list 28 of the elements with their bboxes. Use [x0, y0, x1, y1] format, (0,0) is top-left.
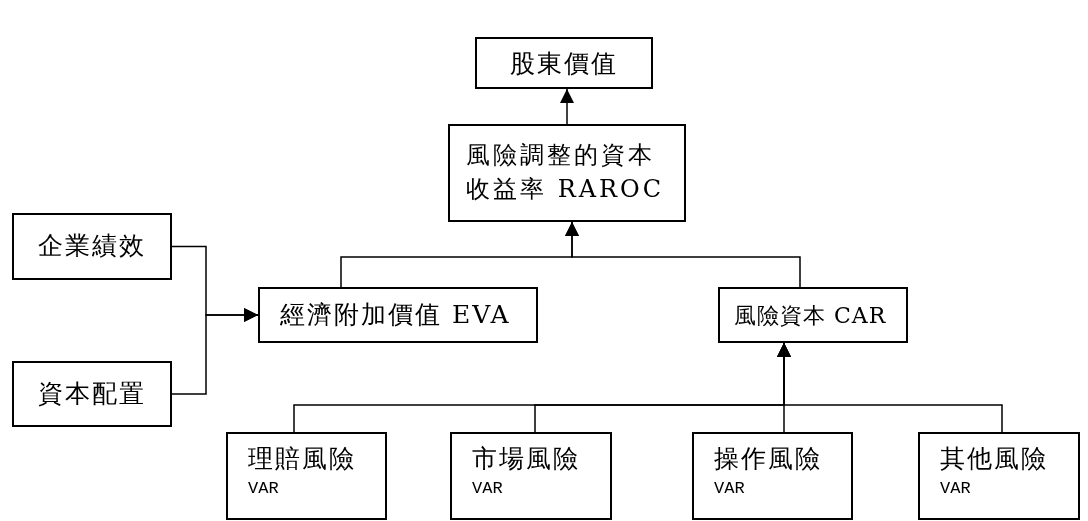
process-box [918, 432, 1080, 520]
process-box [448, 124, 686, 222]
process-box [226, 432, 387, 520]
box-label: 操作風險 [714, 443, 823, 475]
process-box [450, 432, 612, 520]
process-box [12, 213, 172, 280]
box-label: 企業績效 [37, 230, 147, 262]
arrow [171, 308, 259, 395]
arrow [777, 342, 1003, 433]
box-label: 市場風險 [472, 443, 581, 475]
box-label: 其他風險 [940, 443, 1049, 475]
box-label: 理賠風險 [248, 443, 357, 475]
box-label: 股東價值 [509, 48, 619, 80]
process-box [12, 361, 172, 427]
box-label: VAR [940, 478, 972, 500]
box-label: VAR [472, 478, 504, 500]
arrow [560, 88, 574, 125]
box-label: VAR [714, 478, 746, 500]
arrow [565, 221, 801, 288]
process-box [692, 432, 853, 520]
process-box [475, 37, 653, 89]
box-label: 經濟附加價值 EVA [280, 299, 512, 331]
process-box [718, 287, 908, 343]
box-label: 資本配置 [37, 378, 147, 410]
box-label: 風險資本 CAR [734, 302, 888, 330]
box-label: 風險調整的資本收益率 RAROC [466, 140, 666, 205]
box-label: VAR [248, 478, 280, 500]
process-box [258, 287, 538, 343]
